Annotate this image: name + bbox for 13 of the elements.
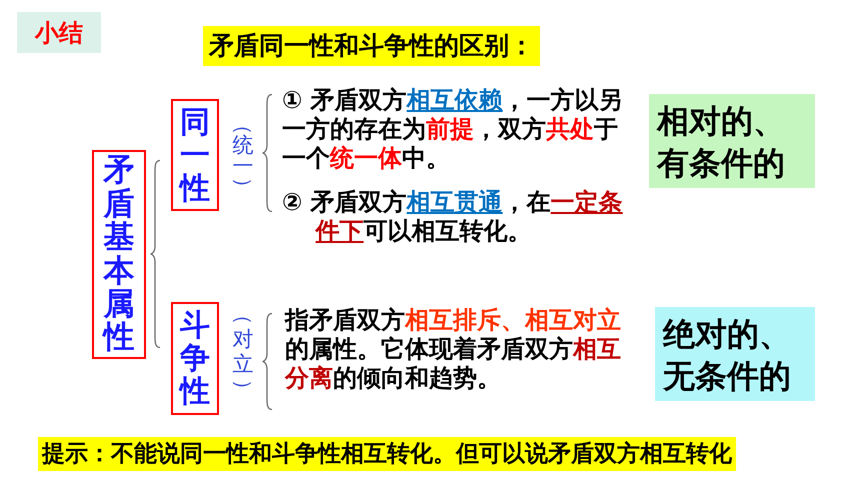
side-note: （对立）	[230, 302, 257, 402]
category-box: 同一性	[171, 99, 219, 211]
category-box: 斗争性	[171, 302, 219, 415]
section-tag: 小结	[17, 12, 101, 53]
paragraph: ② 矛盾双方相互贯通，在一定条件下可以相互转化。	[282, 188, 624, 246]
conclusion-box: 相对的、有条件的	[649, 94, 815, 188]
hint-note: 提示：不能说同一性和斗争性相互转化。但可以说矛盾双方相互转化	[38, 437, 736, 471]
paragraph: ① 矛盾双方相互依赖，一方以另一方的存在为前提，双方共处于一个统一体中。	[282, 86, 624, 172]
paragraph: 指矛盾双方相互排斥、相互对立的属性。它体现着矛盾双方相互分离的倾向和趋势。	[285, 306, 622, 392]
side-note: （统一）	[230, 116, 256, 196]
conclusion-box: 绝对的、无条件的	[655, 307, 815, 401]
category-box: 矛盾基本属性	[92, 150, 146, 359]
title: 矛盾同一性和斗争性的区别：	[203, 26, 540, 66]
